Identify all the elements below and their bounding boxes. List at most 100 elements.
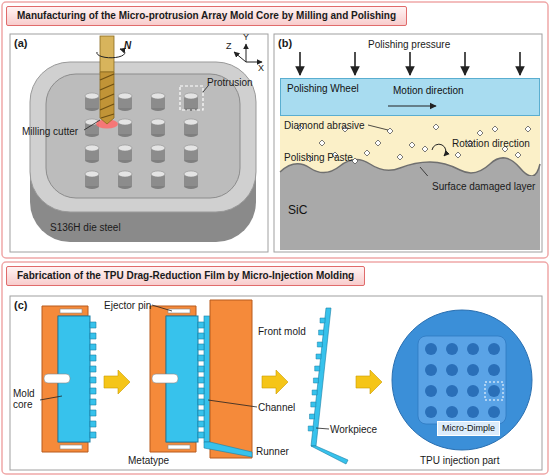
micro-dimple [446,343,458,355]
micro-dimple [488,364,500,376]
annotation-label: Polishing pressure [368,39,450,50]
axis-arrow [246,44,247,62]
annotation-label: Mold core [13,388,41,410]
core-teeth [90,322,96,438]
ejector-pin [60,445,82,449]
workpiece [311,308,331,446]
micro-dimple [467,343,479,355]
protrusion [151,119,165,137]
annotation-label: Milling cutter [22,126,78,137]
panel-frame [10,34,268,252]
protrusion [151,93,165,111]
motion-arrow [388,105,436,106]
micro-dimple [446,364,458,376]
node-text: SiC [288,204,307,217]
leader-line [152,305,172,311]
runner [204,442,252,457]
micro-dimple [488,406,500,418]
section-heading: Manufacturing of the Micro-protrusion Ar… [6,6,407,26]
annotation-label: Polishing Paste [284,152,353,163]
dashed-box [485,382,503,400]
rotation-arrow [432,144,446,156]
protrusion [184,145,198,163]
protrusion [118,145,132,163]
micro-dimple [446,385,458,397]
pressure-arrow [464,52,466,75]
section-frame [2,262,548,474]
micro-dimple [488,343,500,355]
annotation-label: TPU injection part [420,455,499,466]
section-heading: Fabrication of the TPU Drag-Reduction Fi… [6,266,365,286]
protrusion [118,119,132,137]
leader-line [84,120,100,130]
section-frame [2,2,548,258]
channel [204,316,210,442]
ejector-pin [44,374,70,383]
protrusion [184,119,198,137]
workpiece-ribs [308,318,325,431]
protrusion [85,171,99,189]
annotation-label: Surface damaged layer [432,181,535,192]
annotation-label: N [124,40,131,51]
protrusion [151,145,165,163]
process-arrow [104,370,130,394]
axis-arrow [234,52,246,62]
annotation-label: Workpiece [330,424,377,435]
pressure-arrow [519,52,521,75]
protrusion [118,93,132,111]
pressure-arrow [299,52,301,75]
annotation-label: Y [243,33,249,43]
node-text: Polishing Wheel [287,83,359,94]
micro-dimple [467,364,479,376]
node-text: Manufacturing of the Micro-protrusion Ar… [17,10,396,21]
leader-line [40,396,62,400]
annotation-label: Metatype [128,455,169,466]
dimple-array [418,336,506,424]
polishing-paste [280,116,540,178]
annotation-label: (c) [14,299,27,311]
core-teeth [198,322,204,438]
annotation-label: X [258,64,264,74]
dashed-box [180,86,203,110]
polishing-wheel: Polishing Wheel Motion direction [280,78,540,116]
annotation-label: Ejector pin [104,300,151,311]
annotation-label: Protrusion [207,77,253,88]
rotation-arrow [97,49,125,58]
cutter-shank [100,36,114,72]
micro-dimple [467,406,479,418]
ejector-pin [168,445,190,449]
annotation-label: S136H die steel [50,222,121,233]
panel-frame [274,34,542,252]
micro-dimple [425,364,437,376]
leader-line [208,400,257,407]
leader-line [316,428,329,429]
runner [311,446,348,464]
block-top [30,62,256,212]
protrusion [85,119,99,137]
annotation-label: Diamond abrasive [284,120,365,131]
micro-dimple [425,406,437,418]
callout-box: Micro-Dimple [437,421,500,436]
annotation-label: Channel [258,402,295,413]
pressure-arrow [354,52,356,75]
micro-dimple [446,406,458,418]
annotation-label: Runner [256,446,289,457]
annotation-label: Z [226,42,232,52]
protrusion [85,145,99,163]
process-arrow [262,370,288,394]
protrusion [118,171,132,189]
tpu-disc [392,310,532,450]
micro-dimple [488,385,500,397]
protrusion [184,171,198,189]
node-text: Motion direction [393,85,464,96]
front-mold [210,300,252,458]
protrusion [85,93,99,111]
node-text: Fabrication of the TPU Drag-Reduction Fi… [17,270,354,281]
micro-dimple [467,385,479,397]
micro-dimple [425,343,437,355]
panel-frame [10,296,542,470]
protrusion [184,93,198,111]
